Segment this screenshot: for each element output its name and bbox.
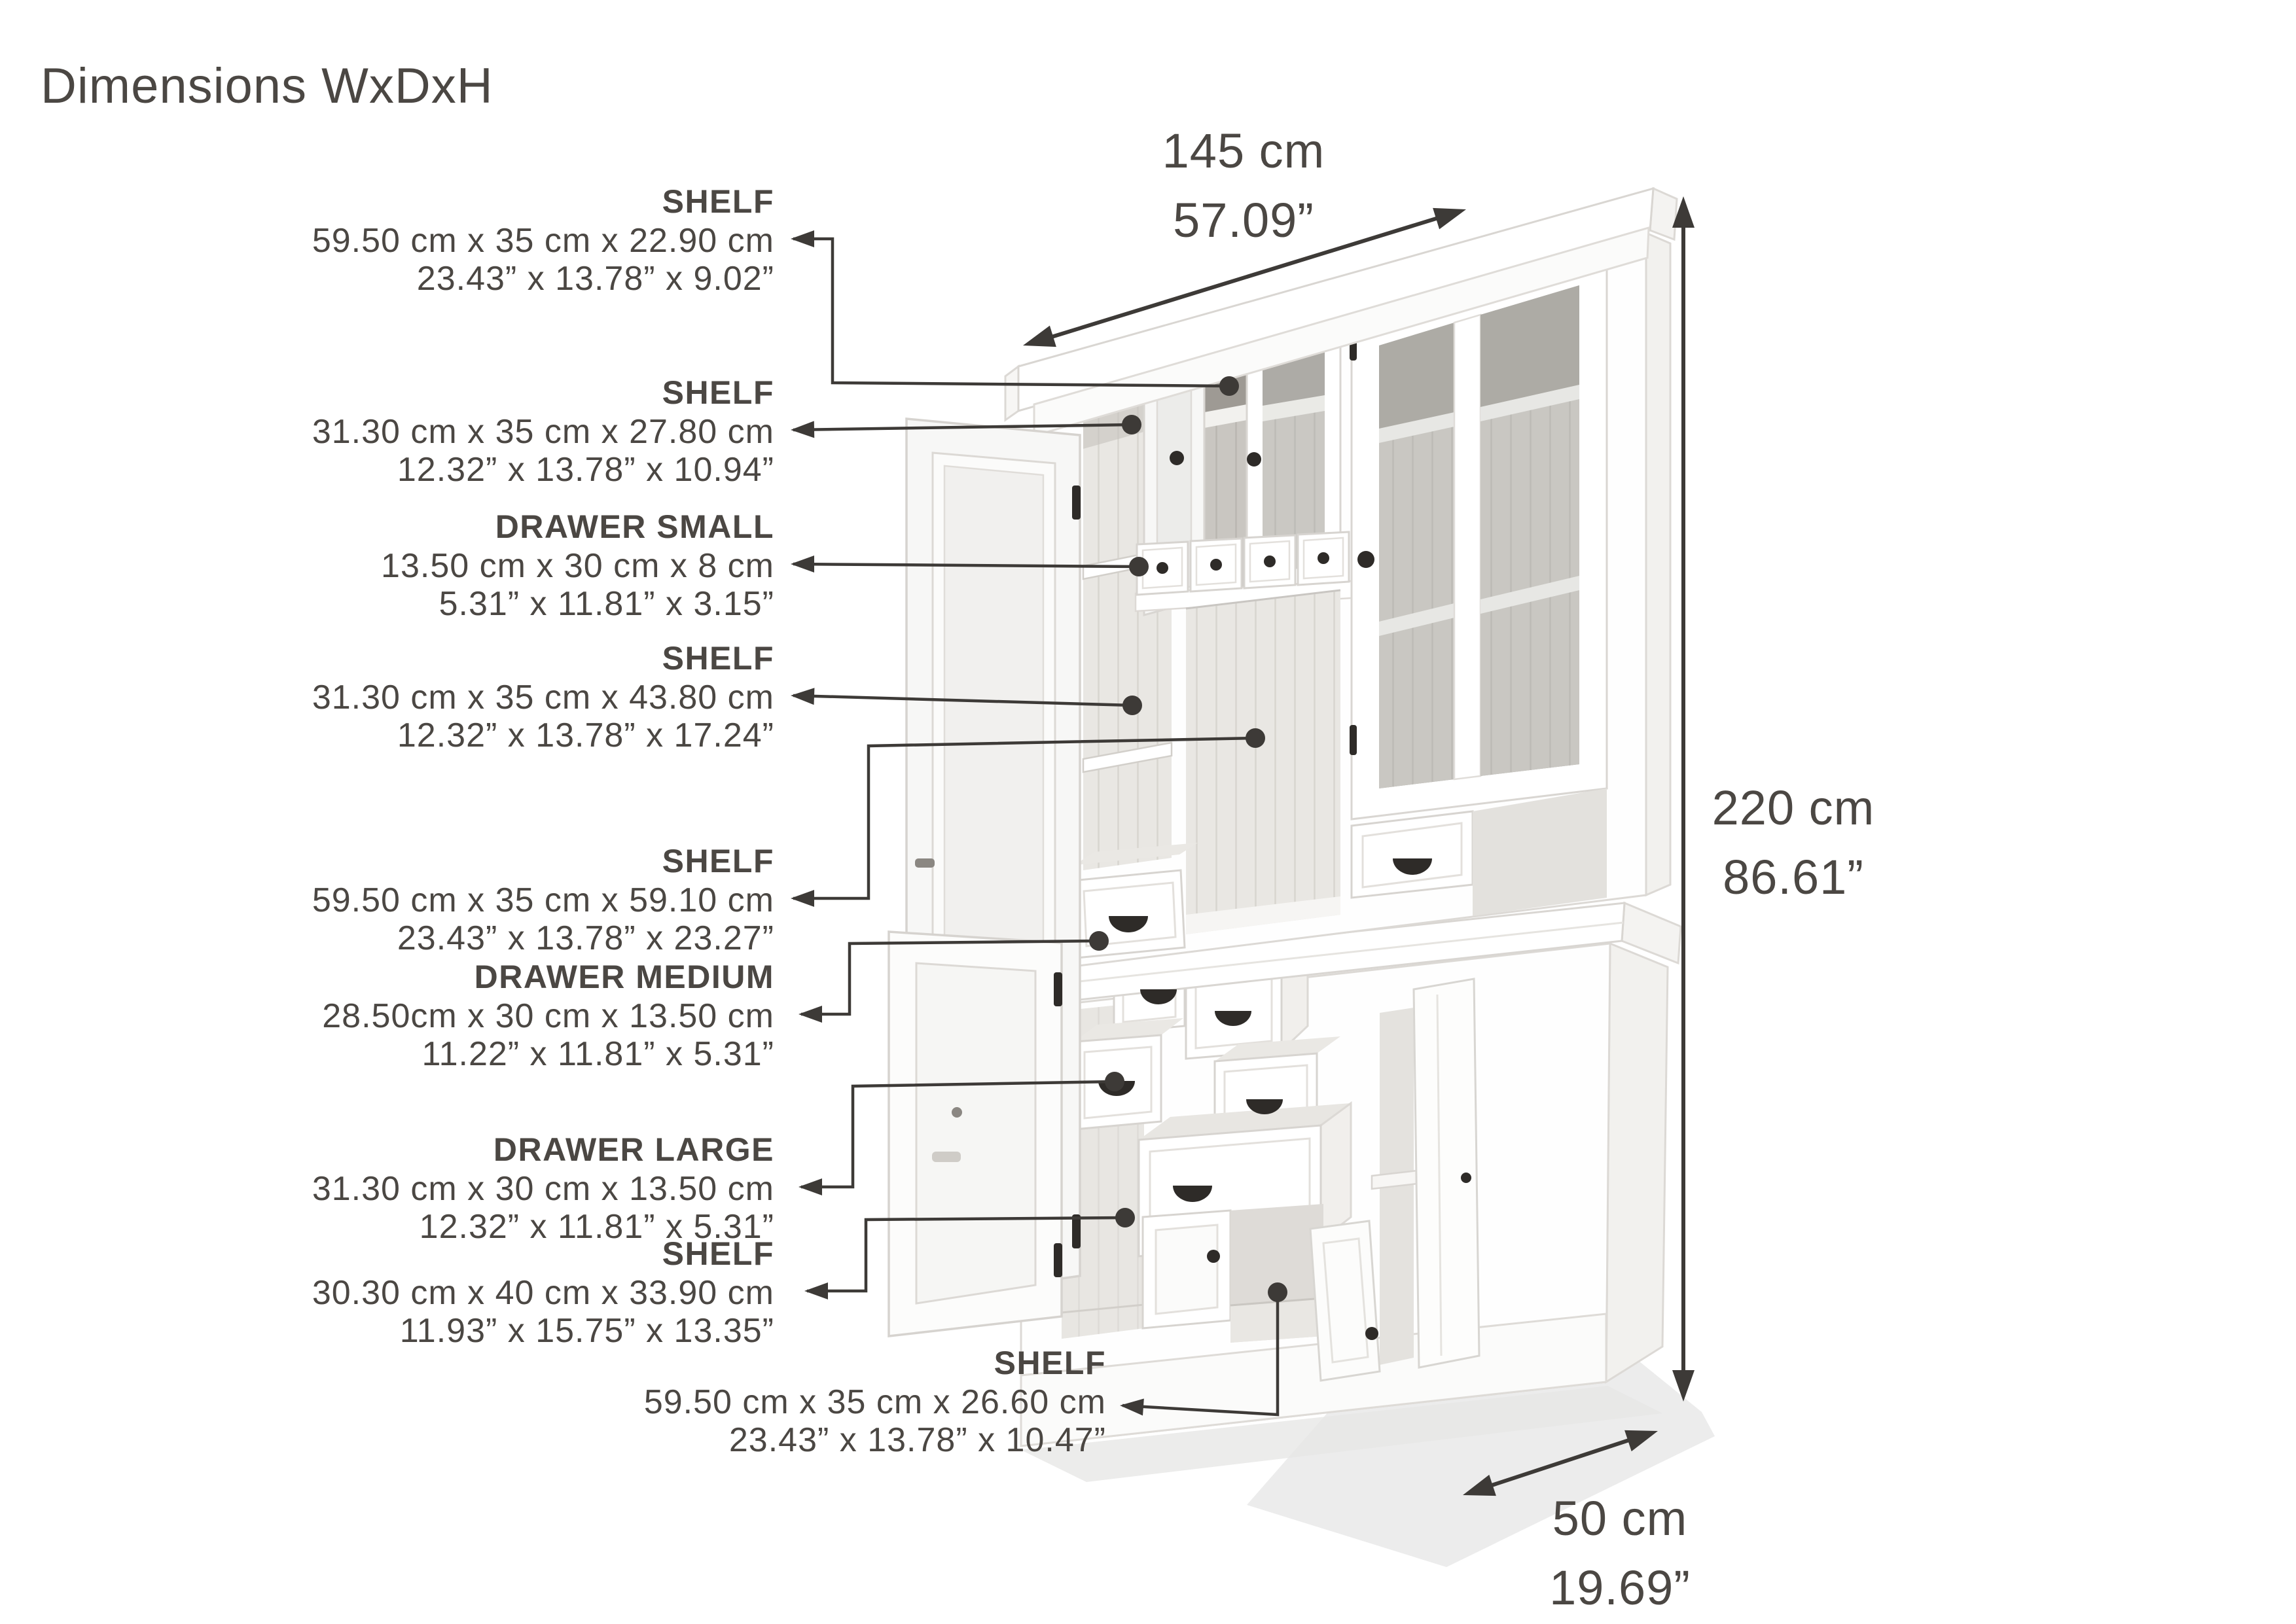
part-label-metric: 31.30 cm x 30 cm x 13.50 cm xyxy=(312,1170,774,1208)
part-label-metric: 28.50cm x 30 cm x 13.50 cm xyxy=(322,997,774,1035)
part-label-title: SHELF xyxy=(662,183,774,220)
knob xyxy=(1157,562,1168,574)
base-right-small-door-open xyxy=(1309,1220,1381,1382)
cup-pull xyxy=(1246,1099,1283,1114)
base-bottom-door xyxy=(1141,1209,1232,1330)
part-label: SHELF 59.50 cm x 35 cm x 59.10 cm 23.43”… xyxy=(312,841,774,957)
part-label-title: SHELF xyxy=(662,843,774,879)
counter-molding xyxy=(1005,901,1682,1009)
depth-dimension: 50 cm 19.69” xyxy=(1518,1484,1721,1623)
crown-molding xyxy=(1004,186,1678,437)
knob xyxy=(1365,1327,1378,1340)
hutch-glass-door-right xyxy=(1350,242,1608,821)
depth-in: 19.69” xyxy=(1549,1561,1691,1615)
base-right-door-open xyxy=(1412,978,1480,1369)
leader-arrowheads xyxy=(791,230,1144,1416)
part-label-metric: 31.30 cm x 35 cm x 43.80 cm xyxy=(312,679,774,716)
part-label-imperial: 23.43” x 13.78” x 10.47” xyxy=(728,1421,1106,1459)
leader-shelf-2 xyxy=(793,423,1132,432)
part-label: DRAWER LARGE 31.30 cm x 30 cm x 13.50 cm… xyxy=(312,1129,774,1246)
part-label-title: SHELF xyxy=(662,374,774,411)
leader-dots xyxy=(1089,376,1287,1302)
part-label: SHELF 59.50 cm x 35 cm x 26.60 cm 23.43”… xyxy=(644,1343,1106,1459)
cup-pull xyxy=(1140,989,1177,1004)
knob xyxy=(1207,1250,1220,1263)
part-label-title: SHELF xyxy=(662,1235,774,1272)
hutch-left-shelf-lower xyxy=(1082,741,1173,773)
part-label-metric: 59.50 cm x 35 cm x 22.90 cm xyxy=(312,222,774,260)
width-dimension: 145 cm 57.09” xyxy=(1047,116,1440,255)
cup-pull xyxy=(1215,1011,1251,1026)
height-arrow xyxy=(1672,196,1695,1402)
base-cabinet xyxy=(1005,901,1682,1447)
leader-shelf-9 xyxy=(1122,1292,1280,1417)
knob xyxy=(1247,452,1261,467)
depth-cm: 50 cm xyxy=(1552,1491,1688,1545)
part-label-imperial: 12.32” x 11.81” x 5.31” xyxy=(419,1208,774,1246)
hutch-drawer-medium-right xyxy=(1350,810,1474,899)
cup-pull xyxy=(1393,858,1432,875)
part-label-imperial: 23.43” x 13.78” x 23.27” xyxy=(397,919,774,957)
base-side-panel xyxy=(1605,942,1669,1384)
part-label-imperial: 11.22” x 11.81” x 5.31” xyxy=(422,1035,774,1073)
part-label-title: SHELF xyxy=(994,1345,1106,1381)
part-label-title: SHELF xyxy=(662,640,774,677)
part-label-title: DRAWER SMALL xyxy=(495,508,774,545)
part-label: SHELF 30.30 cm x 40 cm x 33.90 cm 11.93”… xyxy=(312,1233,774,1350)
part-label: DRAWER MEDIUM 28.50cm x 30 cm x 13.50 cm… xyxy=(322,957,774,1073)
leader-shelf-5 xyxy=(793,736,1256,900)
part-label-metric: 13.50 cm x 30 cm x 8 cm xyxy=(381,547,774,585)
page-title: Dimensions WxDxH xyxy=(41,58,493,114)
part-label-imperial: 5.31” x 11.81” x 3.15” xyxy=(439,585,774,623)
part-label-metric: 59.50 cm x 35 cm x 26.60 cm xyxy=(643,1383,1106,1421)
part-label-metric: 30.30 cm x 40 cm x 33.90 cm xyxy=(312,1274,774,1312)
part-label: DRAWER SMALL 13.50 cm x 30 cm x 8 cm 5.3… xyxy=(381,506,774,623)
knob xyxy=(1170,451,1184,465)
dimension-arrows xyxy=(1023,196,1695,1496)
width-arrow xyxy=(1023,207,1466,347)
part-label: SHELF 31.30 cm x 35 cm x 27.80 cm 12.32”… xyxy=(312,372,774,489)
part-label: SHELF 59.50 cm x 35 cm x 22.90 cm 23.43”… xyxy=(312,181,774,298)
hutch-niche xyxy=(1185,589,1341,934)
hutch-top xyxy=(1004,186,1678,971)
knob xyxy=(1357,551,1374,568)
part-label-imperial: 12.32” x 13.78” x 17.24” xyxy=(397,716,774,754)
leader-drawer-small xyxy=(793,562,1139,569)
knob xyxy=(1461,1173,1471,1183)
height-cm: 220 cm xyxy=(1712,781,1875,835)
part-label-title: DRAWER LARGE xyxy=(493,1131,774,1168)
knob xyxy=(1318,552,1329,564)
part-label-imperial: 11.93” x 15.75” x 13.35” xyxy=(399,1312,774,1350)
part-label-metric: 59.50 cm x 35 cm x 59.10 cm xyxy=(312,881,774,919)
knob xyxy=(1210,559,1222,571)
part-label-imperial: 12.32” x 13.78” x 10.94” xyxy=(397,451,774,489)
niche-counter-surface xyxy=(1186,896,1340,934)
part-label-imperial: 23.43” x 13.78” x 9.02” xyxy=(416,260,774,298)
depth-arrow xyxy=(1463,1430,1658,1496)
hutch-small-drawers-row xyxy=(1134,531,1353,612)
leader-shelf-8 xyxy=(807,1216,1126,1293)
width-in: 57.09” xyxy=(1173,193,1314,247)
knob xyxy=(1264,556,1276,567)
part-label-title: DRAWER MEDIUM xyxy=(474,959,774,995)
leader-drawer-large xyxy=(801,1080,1115,1189)
height-in: 86.61” xyxy=(1723,850,1864,904)
base-door-left-open xyxy=(888,930,1063,1337)
width-cm: 145 cm xyxy=(1162,124,1325,178)
cup-pull xyxy=(1173,1186,1212,1202)
hutch-small-glass-door-closed xyxy=(1246,334,1342,590)
part-label: SHELF 31.30 cm x 35 cm x 43.80 cm 12.32”… xyxy=(312,638,774,754)
leader-shelf-4 xyxy=(793,694,1133,707)
height-dimension: 220 cm 86.61” xyxy=(1685,773,1901,912)
cup-pull xyxy=(1109,916,1148,932)
leader-drawer-medium xyxy=(801,939,1100,1016)
part-label-metric: 31.30 cm x 35 cm x 27.80 cm xyxy=(312,413,774,451)
